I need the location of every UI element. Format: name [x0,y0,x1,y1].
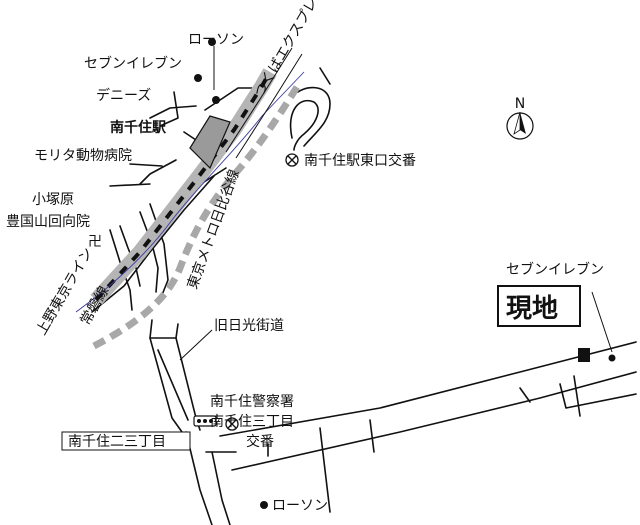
koban-3chome-icon [225,417,239,431]
label-kozukahara: 小塚原 [32,192,74,208]
label-seven-top: セブンイレブン [84,55,182,72]
temple-icon: 卍 [88,234,102,250]
site-label-box [497,285,581,327]
label-lawson-bottom: ローソン [272,498,328,514]
label-joban: 常磐線 [78,284,113,328]
label-lawson-top: ローソン [188,32,244,48]
traffic-signal-icon [193,415,217,427]
tsukuba-express-track [225,47,303,159]
dennys-dot [212,96,220,104]
label-koban-3: 南千住三丁目 [210,414,294,430]
koban-east-icon [285,153,299,167]
north-arrow-icon [506,111,534,140]
lawson-top-dot [208,38,216,46]
label-station: 南千住駅 [110,119,167,136]
label-ekoin: 豊国山回向院 [6,214,90,230]
label-morita: モリタ動物病院 [34,148,132,164]
label-police: 南千住警察署 [210,393,294,410]
station-building [189,115,231,170]
north-label: N [515,96,525,112]
label-site: 現地 [506,294,558,324]
seven-right-leader [591,291,613,353]
kyu-nikko-leader [179,329,213,361]
label-dennys: デニーズ [96,87,151,104]
seven-right-dot [608,354,616,362]
label-tsukuba-express: つくばエクスプレス [252,0,329,100]
seven-top-dot [194,74,202,82]
intersection-box [61,431,191,451]
label-koban-east: 南千住駅東口交番 [304,152,416,169]
metro-hibiya-track [75,71,305,313]
site-marker [578,348,590,362]
label-intersection: 南千住二三丁目 [68,434,166,450]
label-kyu-nikko: 旧日光街道 [214,318,284,334]
lawson-bottom-dot [260,501,268,509]
hibiya-dashed-line [92,80,303,350]
label-koban-3b: 交番 [246,433,274,450]
label-seven-right: セブンイレブン [506,261,604,278]
